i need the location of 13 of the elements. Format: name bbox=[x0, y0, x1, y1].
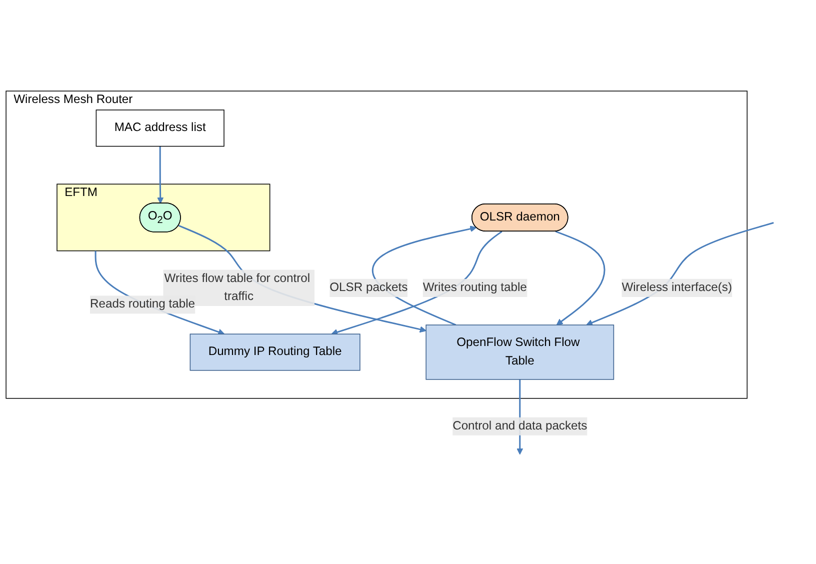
edge-label: Writes routing table bbox=[422, 281, 527, 294]
edge-label: OLSR packets bbox=[330, 281, 408, 294]
arrow bbox=[555, 230, 606, 326]
arrow bbox=[586, 222, 774, 326]
arrow bbox=[372, 226, 477, 326]
arrow bbox=[178, 225, 426, 333]
edge-label: Reads routing table bbox=[90, 298, 196, 311]
edge-label: Wireless interface(s) bbox=[622, 281, 732, 294]
node-box: Dummy IP Routing Table bbox=[190, 334, 360, 371]
node-box: OpenFlow Switch Flow Table bbox=[426, 324, 614, 380]
edge-label: Control and data packets bbox=[452, 420, 588, 433]
node-box: MAC address list bbox=[96, 110, 224, 147]
arrow bbox=[157, 146, 164, 204]
